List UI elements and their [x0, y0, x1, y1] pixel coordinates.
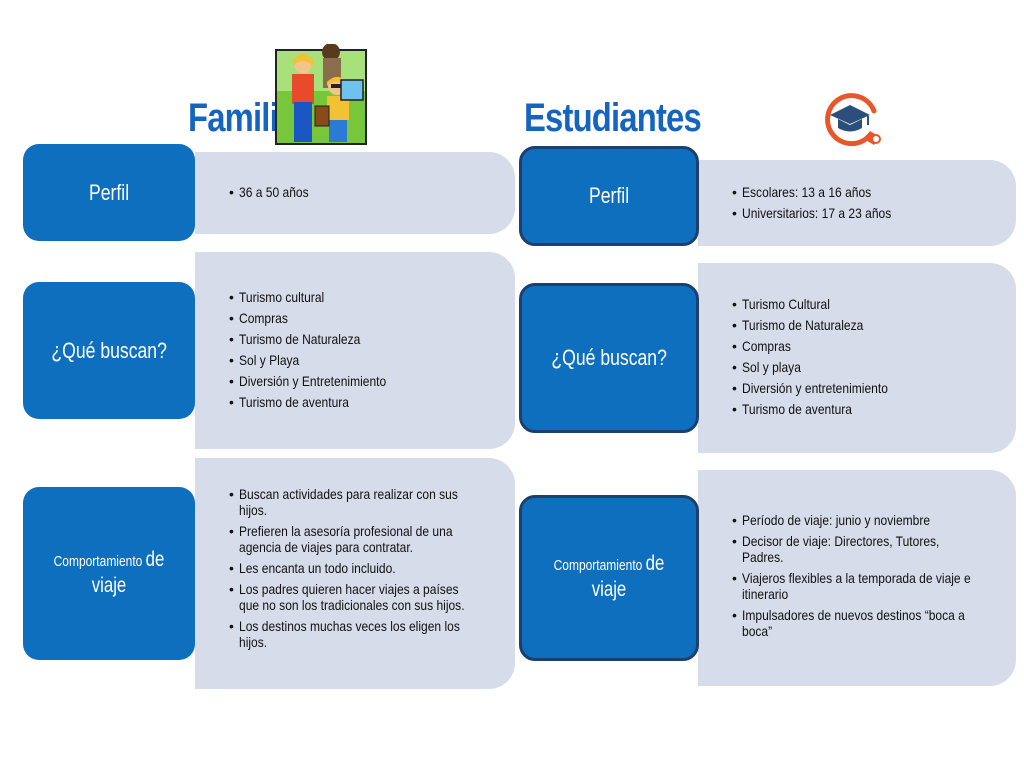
list-item: Sol y Playa	[229, 352, 509, 368]
list-item: Decisor de viaje: Directores, Tutores, P…	[732, 533, 982, 565]
list-item: Diversión y Entretenimiento	[229, 373, 509, 389]
family-clipart-icon	[275, 43, 367, 146]
list-item: Diversión y entretenimiento	[732, 380, 1012, 396]
familias-comportamiento-label: Comportamiento de viaje	[23, 487, 195, 660]
list-item: Turismo de aventura	[732, 401, 1012, 417]
list-item: Impulsadores de nuevos destinos “boca a …	[732, 607, 982, 639]
list-item: Los padres quieren hacer viajes a países…	[229, 581, 471, 613]
list-item: Sol y playa	[732, 359, 1012, 375]
list-item: Compras	[732, 338, 1012, 354]
estudiantes-perfil-label: Perfil	[519, 146, 699, 246]
list-item: Período de viaje: junio y noviembre	[732, 512, 982, 528]
list-item: Viajeros flexibles a la temporada de via…	[732, 570, 982, 602]
list-item: Compras	[229, 310, 509, 326]
familias-perfil-label: Perfil	[23, 144, 195, 241]
familias-busca-panel: Turismo cultural Compras Turismo de Natu…	[195, 252, 515, 449]
list-item: 36 a 50 años	[229, 184, 509, 200]
list-item: Turismo cultural	[229, 289, 509, 305]
familias-title: Famili	[188, 96, 279, 140]
list-item: Turismo Cultural	[732, 296, 1012, 312]
list-item: Prefieren la asesoría profesional de una…	[229, 523, 471, 555]
familias-perfil-panel: 36 a 50 años	[195, 152, 515, 234]
estudiantes-busca-label: ¿Qué buscan?	[519, 283, 699, 433]
estudiantes-comportamiento-label: Comportamiento de viaje	[519, 495, 699, 661]
list-item: Les encanta un todo incluido.	[229, 560, 471, 576]
estudiantes-perfil-panel: Escolares: 13 a 16 años Universitarios: …	[698, 160, 1016, 246]
estudiantes-comportamiento-panel: Período de viaje: junio y noviembre Deci…	[698, 470, 1016, 686]
estudiantes-busca-panel: Turismo Cultural Turismo de Naturaleza C…	[698, 263, 1016, 453]
list-item: Los destinos muchas veces los eligen los…	[229, 618, 471, 650]
list-item: Escolares: 13 a 16 años	[732, 184, 1012, 200]
list-item: Universitarios: 17 a 23 años	[732, 205, 1012, 221]
list-item: Turismo de Naturaleza	[732, 317, 1012, 333]
list-item: Turismo de Naturaleza	[229, 331, 509, 347]
estudiantes-title: Estudiantes	[524, 96, 702, 140]
familias-busca-label: ¿Qué buscan?	[23, 282, 195, 419]
graduation-cap-icon	[820, 91, 886, 149]
list-item: Turismo de aventura	[229, 394, 509, 410]
familias-comportamiento-panel: Buscan actividades para realizar con sus…	[195, 458, 515, 689]
list-item: Buscan actividades para realizar con sus…	[229, 486, 471, 518]
